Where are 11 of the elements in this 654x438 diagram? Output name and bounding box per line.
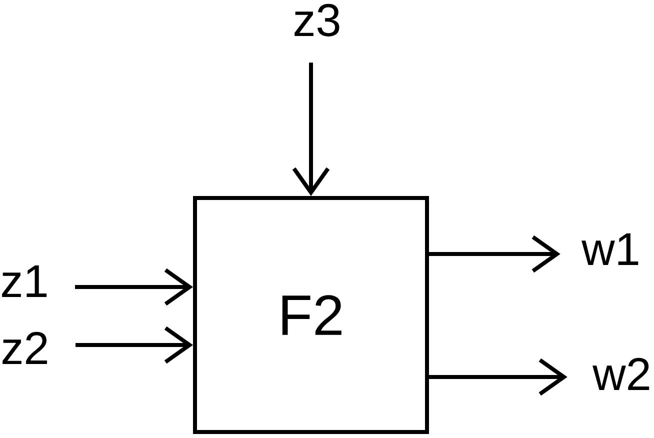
signal-label: z2 — [2, 332, 47, 364]
block-box: F2 — [193, 196, 429, 434]
arrow — [429, 358, 568, 396]
signal-label: w2 — [592, 358, 650, 390]
signal-label: z3 — [294, 4, 340, 36]
arrow — [292, 62, 330, 196]
arrow — [76, 326, 193, 364]
signal-label: w1 — [582, 233, 638, 265]
signal-label: z1 — [2, 265, 47, 297]
arrow — [429, 235, 560, 273]
arrow — [75, 268, 193, 306]
